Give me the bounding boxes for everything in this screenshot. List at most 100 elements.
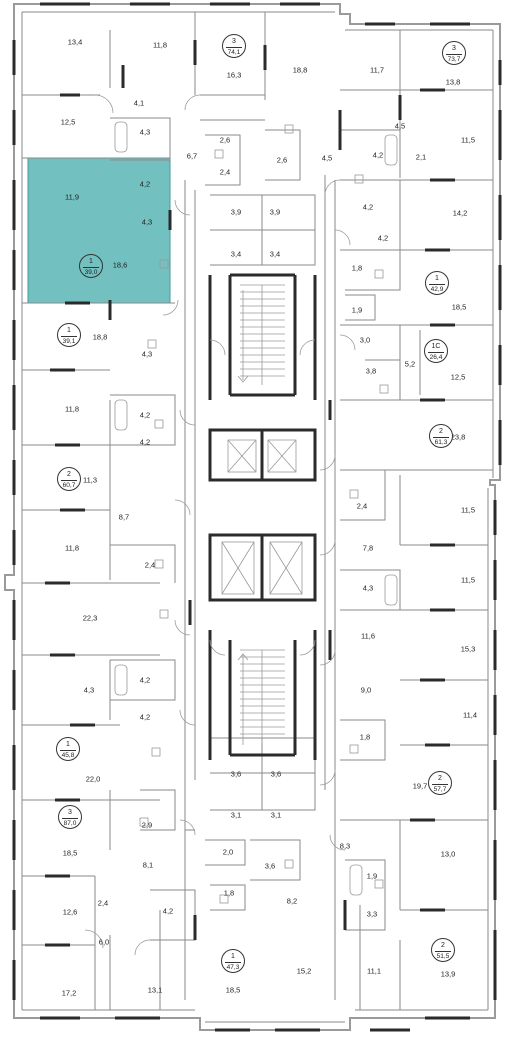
apartment-rooms: 3 [232,38,236,45]
room-area-label: 4,1 [133,98,145,108]
apartment-rooms: 1 [89,258,93,265]
room-area-label: 14,2 [452,208,468,218]
room-area-label: 4,2 [139,712,151,722]
room-area-label: 5,2 [404,359,416,369]
room-area-label: 3,9 [230,207,242,217]
room-area-label: 18,5 [225,985,241,995]
apartment-area: 45,8 [60,750,76,759]
room-area-label: 3,1 [230,810,242,820]
room-area-label: 13,4 [67,37,83,47]
room-area-label: 3,6 [230,769,242,779]
room-area-label: 8,7 [118,512,130,522]
room-area-label: 15,3 [460,644,476,654]
room-area-label: 8,2 [286,896,298,906]
room-area-label: 11,8 [64,404,80,414]
apartment-rooms: 2 [439,428,443,435]
room-area-label: 4,5 [394,121,406,131]
room-area-label: 19,7 [412,781,428,791]
room-area-label: 16,3 [226,70,242,80]
room-area-label: 4,2 [362,202,374,212]
apartment-rooms: 1 [231,953,235,960]
room-area-label: 22,3 [82,613,98,623]
room-area-label: 4,3 [141,217,153,227]
room-area-label: 11,6 [360,631,376,641]
apartment-rooms: 1 [67,327,71,334]
apartment-area: 47,3 [225,962,241,971]
room-area-label: 4,2 [139,410,151,420]
room-area-label: 4,2 [139,179,151,189]
room-area-label: 11,7 [369,65,385,75]
room-area-label: 11,8 [64,543,80,553]
room-area-label: 18,5 [62,848,78,858]
apartment-rooms: 1 [435,275,439,282]
room-area-label: 4,3 [83,685,95,695]
room-area-label: 11,5 [460,575,476,585]
room-area-label: 13,8 [445,77,461,87]
room-area-label: 3,3 [366,909,378,919]
room-area-label: 1,8 [223,888,235,898]
room-area-label: 6,0 [98,937,110,947]
windows [12,2,502,1032]
door-swings [84,94,356,956]
apartment-area: 87,0 [62,818,78,827]
room-area-label: 2,4 [97,898,109,908]
apartment-rooms: 3 [68,809,72,816]
room-area-label: 2,6 [276,155,288,165]
room-area-label: 11,9 [64,192,80,202]
room-area-label: 15,2 [296,966,312,976]
room-area-label: 1,8 [351,263,363,273]
room-area-label: 12,5 [450,372,466,382]
room-area-label: 18,6 [112,260,128,270]
room-area-label: 3,6 [264,861,276,871]
room-area-label: 2,4 [356,501,368,511]
room-area-label: 6,7 [186,151,198,161]
bath-fixtures [114,121,398,904]
room-area-label: 4,2 [139,675,151,685]
room-area-label: 11,5 [460,505,476,515]
apartment-rooms: 2 [67,471,71,478]
room-area-label: 2,6 [219,135,231,145]
apartment-rooms: 2 [441,942,445,949]
room-area-label: 11,4 [462,710,478,720]
room-area-label: 3,6 [270,769,282,779]
room-area-label: 9,0 [360,685,372,695]
apartment-area: 39,0 [83,267,99,276]
apartment-area: 51,5 [435,951,451,960]
room-area-label: 2,4 [219,167,231,177]
apartment-area: 74,1 [226,47,242,56]
room-area-label: 4,2 [139,437,151,447]
apartment-area: 61,3 [433,437,449,446]
room-area-label: 2,1 [415,152,427,162]
room-area-label: 13,1 [147,985,163,995]
room-area-label: 4,3 [362,583,374,593]
room-area-label: 12,6 [62,907,78,917]
lift-block-lower [208,533,317,602]
apartment-rooms: 1С [431,343,441,350]
apartment-area: 57,7 [432,784,448,793]
room-area-label: 3,8 [365,366,377,376]
room-area-label: 8,1 [142,860,154,870]
room-area-label: 1,8 [359,732,371,742]
room-area-label: 3,9 [269,207,281,217]
room-area-label: 3,1 [270,810,282,820]
room-area-label: 4,2 [377,233,389,243]
room-area-label: 2,4 [144,560,156,570]
apartment-rooms: 2 [438,775,442,782]
room-area-label: 4,2 [372,150,384,160]
apartment-rooms: 3 [452,45,456,52]
room-area-label: 7,8 [362,543,374,553]
